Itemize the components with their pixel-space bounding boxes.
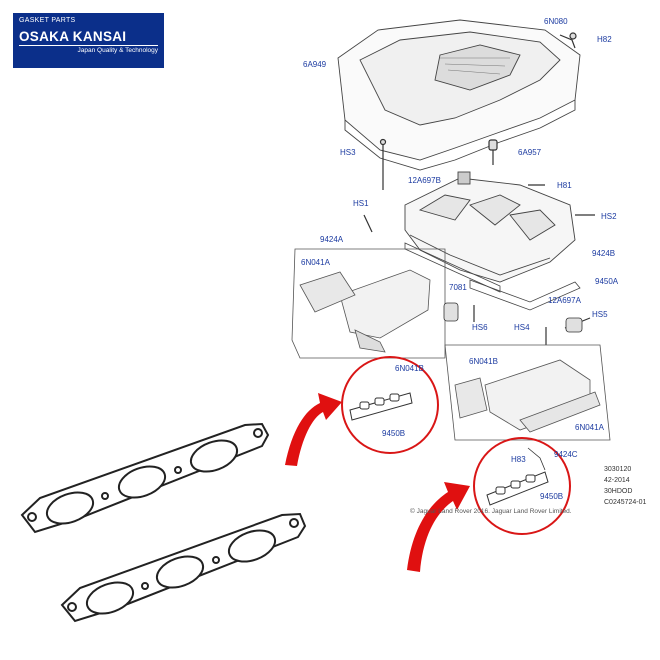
part-label: HS3 — [340, 148, 356, 157]
part-label: 9424C — [554, 450, 578, 459]
part-label: 7081 — [449, 283, 467, 292]
logo-brand-name: OSAKA KANSAI — [19, 29, 158, 46]
reference-code: 30HDOD — [604, 488, 632, 495]
part-label: HS5 — [592, 310, 608, 319]
part-label: HS6 — [472, 323, 488, 332]
part-label: H82 — [597, 35, 612, 44]
box-9424a — [291, 248, 446, 359]
logo-tagline-bottom: Japan Quality & Technology — [77, 47, 158, 54]
part-label: 6N041A — [301, 258, 331, 267]
part-label: 9424A — [320, 235, 344, 244]
box-9424b — [444, 344, 611, 441]
intake-manifold-drawing — [404, 171, 576, 283]
part-label: 6N041A — [575, 423, 605, 432]
large-gasket-bottom — [60, 512, 307, 623]
part-label: 6A957 — [518, 148, 542, 157]
part-label: 6N080 — [544, 17, 568, 26]
part-label: H81 — [557, 181, 572, 190]
brand-logo: GASKET PARTS OSAKA KANSAI Japan Quality … — [13, 13, 164, 68]
large-gasket-top — [20, 422, 270, 534]
part-label: HS1 — [353, 199, 369, 208]
reference-code: 3030120 — [604, 466, 631, 473]
logo-tagline-top: GASKET PARTS — [19, 17, 76, 24]
part-label: 12A697A — [548, 296, 582, 305]
part-label: 9450B — [540, 492, 563, 501]
reference-code: C0245724-01 — [604, 499, 647, 506]
part-label: HS4 — [514, 323, 530, 332]
part-label: H83 — [511, 455, 526, 464]
part-label: 9450B — [382, 429, 405, 438]
part-label: 9450A — [595, 277, 619, 286]
reference-code: 42-2014 — [604, 477, 630, 484]
callout-circles — [341, 356, 571, 535]
part-label: 12A697B — [408, 176, 441, 185]
callout-arrows — [285, 393, 470, 572]
copyright-text: © Jaguar Land Rover 2016. Jaguar Land Ro… — [410, 507, 572, 515]
engine-cover-drawing — [337, 19, 581, 171]
callout-gasket-drawings — [349, 392, 549, 506]
bolt-drawings — [363, 32, 595, 345]
part-label: 9424B — [592, 249, 615, 258]
part-label: 6A949 — [303, 60, 327, 69]
part-label: 6N041B — [469, 357, 498, 366]
part-label: 6N041B — [395, 364, 424, 373]
sensor-drawings — [443, 302, 583, 471]
part-label: HS2 — [601, 212, 617, 221]
